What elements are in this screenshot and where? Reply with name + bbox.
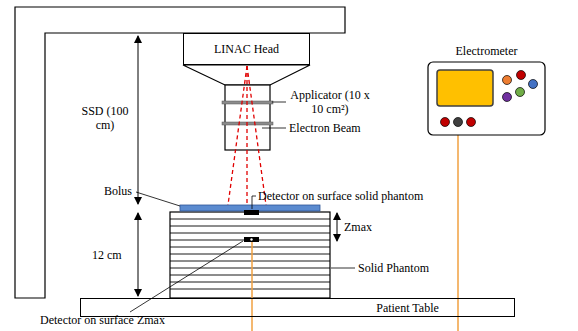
part-label: Solid Phantom bbox=[358, 261, 429, 275]
cable bbox=[457, 135, 459, 331]
head-label: LINAC Head bbox=[212, 42, 281, 56]
detector bbox=[244, 237, 259, 242]
electrometer-buttons bbox=[441, 71, 538, 127]
part-label: Bolus bbox=[104, 184, 132, 198]
ssd-arrow bbox=[138, 36, 139, 204]
solid-phantom bbox=[170, 212, 330, 298]
depth-arrow bbox=[138, 213, 139, 296]
zmax-arrow bbox=[337, 213, 338, 241]
table-label: Patient Table bbox=[374, 301, 441, 315]
device-label: Electrometer bbox=[454, 44, 520, 58]
electron-beam bbox=[228, 66, 266, 205]
cable bbox=[251, 242, 253, 331]
linac-head: LINAC Head bbox=[183, 33, 310, 65]
dimension-label: Zmax bbox=[344, 220, 372, 234]
linac-stand bbox=[15, 7, 345, 298]
dimension-label: SSD (100 cm) bbox=[78, 104, 132, 132]
detector-dot bbox=[250, 238, 252, 240]
electrometer: Electrometer bbox=[428, 44, 545, 62]
dimension-label: 12 cm bbox=[92, 248, 122, 262]
part-label: Detector on surface Zmax bbox=[40, 313, 165, 327]
electrometer-body bbox=[428, 62, 545, 135]
part-label: Detector on surface solid phantom bbox=[258, 189, 423, 203]
detector bbox=[244, 210, 259, 215]
phantom-slabs bbox=[170, 219, 330, 289]
part-label: Electron Beam bbox=[289, 121, 361, 135]
part-label: Applicator (10 x 10 cm²) bbox=[288, 88, 372, 116]
electrometer-screen bbox=[437, 70, 493, 106]
